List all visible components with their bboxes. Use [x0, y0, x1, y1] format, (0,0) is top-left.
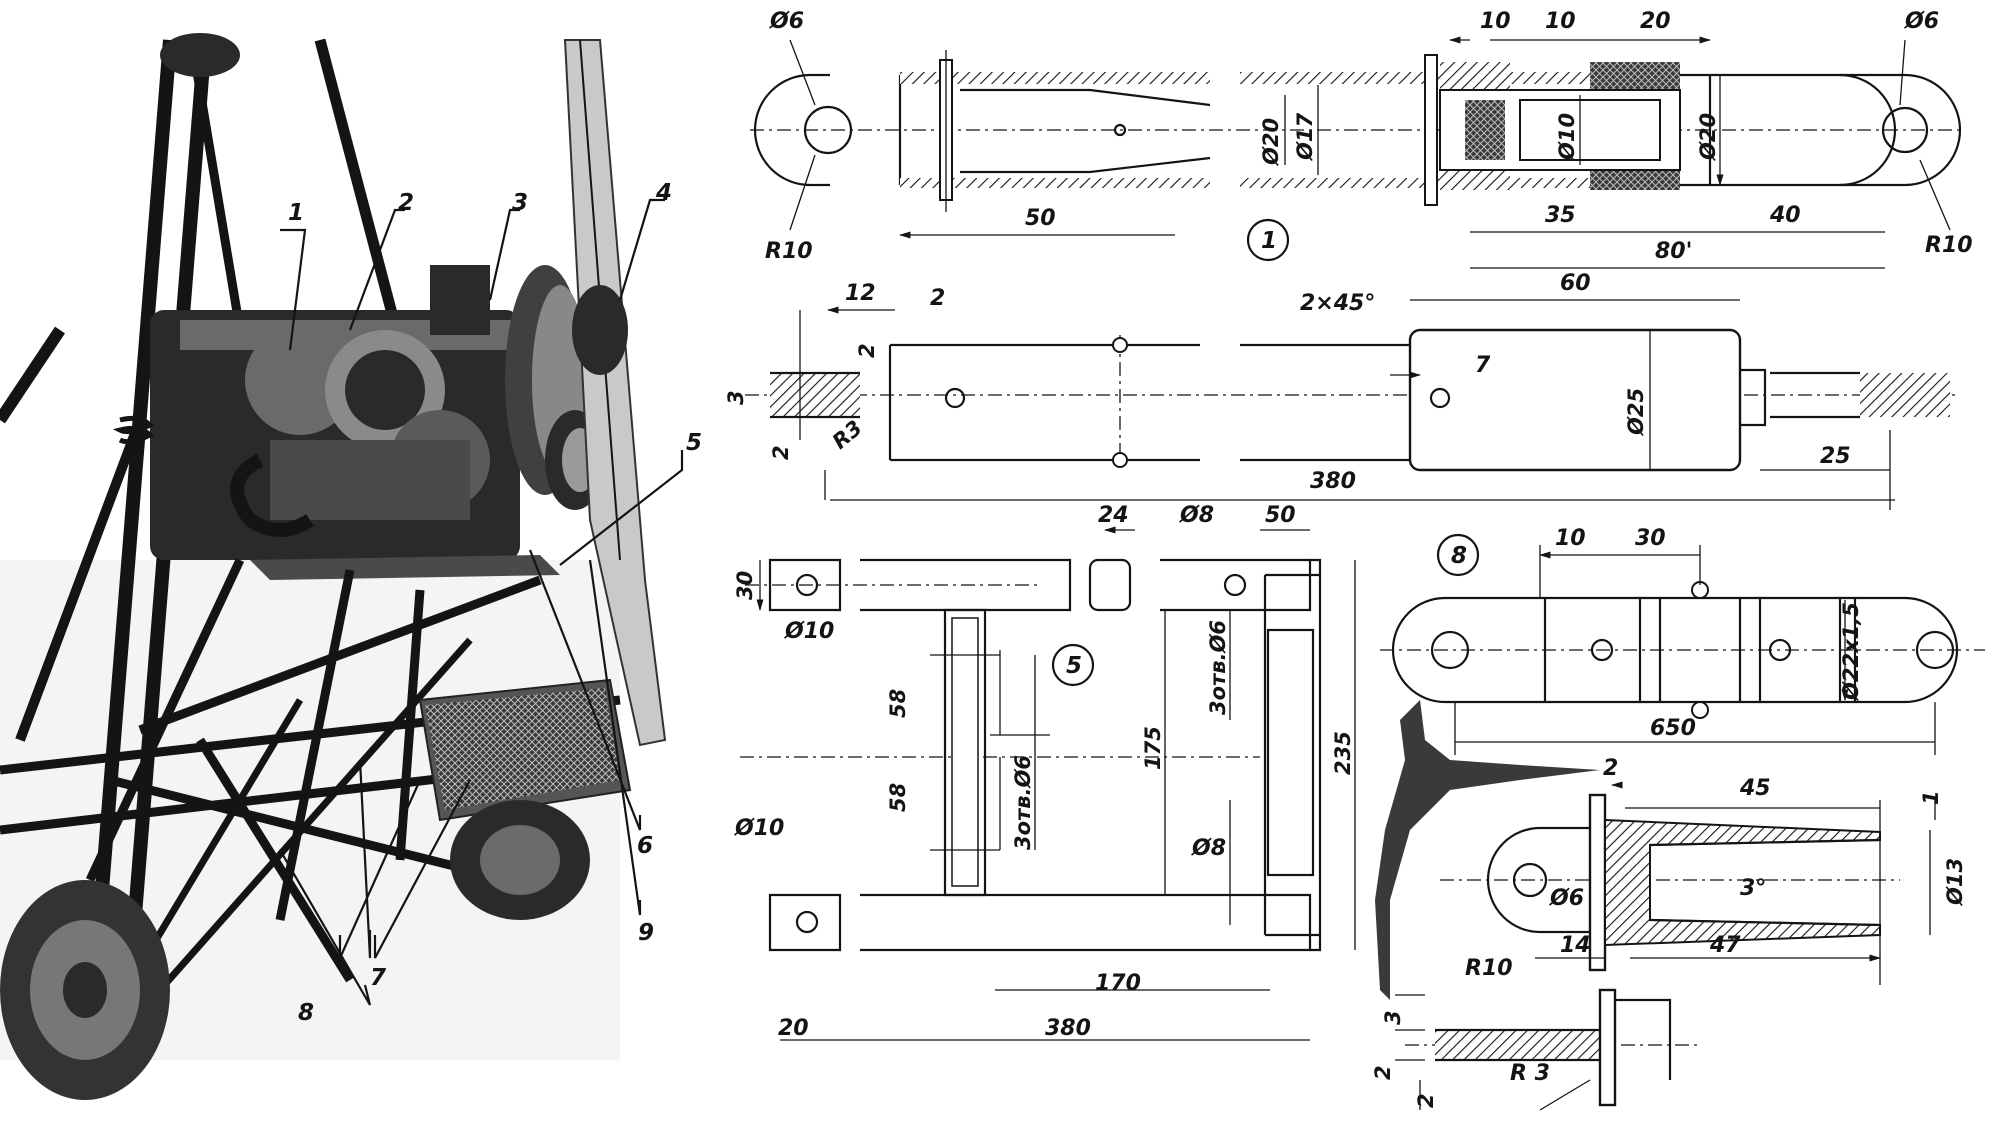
dim-p5-235: 235: [1331, 731, 1355, 775]
dim-tip-d6: Ø6: [1548, 886, 1584, 911]
dim-p1-d6-right: Ø6: [1903, 9, 1939, 34]
dim-p5-d8-top: Ø8: [1178, 503, 1214, 528]
dim-tip-47: 47: [1709, 933, 1741, 958]
callout-8: 8: [298, 1000, 314, 1026]
callout-3: 3: [512, 190, 528, 216]
axle-drawing: 12 2 2×45° 60 2 3 2 R3 7 Ø25 25 380: [724, 271, 1960, 510]
dim-ax-7: 7: [1475, 353, 1491, 378]
dim-p5-d10-top: Ø10: [783, 619, 834, 644]
part-1-drawing: 1 Ø6 Ø6 10 10 20 Ø20 Ø17 Ø10 Ø20 50 35 4…: [750, 9, 1973, 269]
part-8-label: 8: [1451, 543, 1467, 569]
dim-p1-r10-right: R10: [1925, 233, 1973, 258]
dim-tip-3deg: 3°: [1740, 876, 1766, 901]
dim-p1-d6-left: Ø6: [768, 9, 804, 34]
dim-p5-d8-bottom: Ø8: [1190, 836, 1226, 861]
dim-tip-14: 14: [1560, 933, 1591, 958]
dim-ax-380: 380: [1310, 469, 1356, 494]
dim-p5-175: 175: [1141, 726, 1165, 770]
dim-p8-30: 30: [1635, 526, 1666, 551]
dim-pin-3: 3: [1381, 1010, 1405, 1025]
dim-tip-2: 2: [1603, 756, 1618, 781]
dim-p5-holes-right: 3отв.Ø6: [1206, 620, 1230, 715]
dim-p5-30: 30: [733, 571, 757, 600]
part-1-label: 1: [1261, 228, 1277, 254]
dim-ax-r3: R3: [828, 416, 867, 454]
dim-p1-80: 80': [1655, 239, 1692, 264]
dim-tip-45: 45: [1739, 776, 1771, 801]
dim-ax-d25: Ø25: [1624, 388, 1648, 436]
callout-6: 6: [637, 833, 653, 859]
engine-mount-illustration: 1 2 3 4 5 6 7 8 9: [0, 33, 702, 1100]
dim-ax-2c: 2: [769, 445, 793, 460]
dim-ax-3: 3: [724, 390, 748, 405]
dim-p1-d17: Ø17: [1293, 113, 1317, 161]
dim-ax-60: 60: [1560, 271, 1591, 296]
dim-p5-380: 380: [1045, 1016, 1091, 1041]
dim-p5-20: 20: [778, 1016, 809, 1041]
dim-p5-50: 50: [1265, 503, 1296, 528]
dim-p8-10: 10: [1555, 526, 1586, 551]
dim-p5-170: 170: [1095, 971, 1141, 996]
dim-tip-r10: R10: [1465, 956, 1513, 981]
dim-ax-chamfer: 2×45°: [1300, 291, 1375, 316]
callout-1: 1: [288, 200, 304, 226]
callout-7: 7: [370, 965, 386, 991]
dim-p1-d10: Ø10: [1555, 113, 1579, 161]
blade-tip-drawing: 2 45 1 3° Ø13 Ø6 R10 14 47: [1440, 756, 1967, 985]
callout-9: 9: [638, 920, 654, 946]
dim-p8-650: 650: [1650, 716, 1696, 741]
dim-pin-2a: 2: [1371, 1065, 1395, 1080]
blade-section-sketch: [1375, 700, 1600, 1000]
dim-ax-25: 25: [1820, 444, 1851, 469]
dim-ax-12: 12: [845, 281, 876, 306]
dim-pin-r3: R 3: [1510, 1061, 1550, 1086]
callout-5: 5: [686, 430, 702, 456]
part-5-label: 5: [1066, 653, 1082, 679]
dim-p1-20: 20: [1640, 9, 1671, 34]
dim-p1-50: 50: [1025, 206, 1056, 231]
dim-p5-d10-bottom: Ø10: [733, 816, 784, 841]
dim-p1-d20-b: Ø20: [1696, 113, 1720, 161]
dim-pin-2b: 2: [1414, 1093, 1438, 1108]
dim-p1-35: 35: [1545, 203, 1576, 228]
dim-ax-2b: 2: [855, 343, 879, 358]
part-8-drawing: 8 10 30 Ø22x1,5 650: [1380, 526, 1985, 755]
dim-p5-58a: 58: [886, 689, 910, 718]
dim-p5-58b: 58: [886, 783, 910, 812]
part-5-drawing: 5 24 Ø8 50 30 Ø10 175 3отв.Ø6 235 58 58 …: [733, 503, 1356, 1041]
dim-p5-24: 24: [1098, 503, 1129, 528]
pin-drawing: 3 2 2 R 3: [1371, 988, 1700, 1111]
dim-p1-40: 40: [1769, 203, 1801, 228]
dim-tip-d13: Ø13: [1943, 858, 1967, 906]
dim-tip-1: 1: [1919, 790, 1943, 805]
dim-p8-tube: Ø22x1,5: [1839, 602, 1863, 701]
dim-p5-holes-left: 3отв.Ø6: [1011, 755, 1035, 850]
dim-p1-d20: Ø20: [1259, 118, 1283, 166]
callout-4: 4: [655, 180, 672, 206]
dim-ax-2a: 2: [930, 286, 945, 311]
dim-p1-10a: 10: [1480, 9, 1511, 34]
dim-p1-r10-left: R10: [765, 239, 813, 264]
dim-p1-10b: 10: [1545, 9, 1576, 34]
callout-2: 2: [398, 190, 414, 216]
